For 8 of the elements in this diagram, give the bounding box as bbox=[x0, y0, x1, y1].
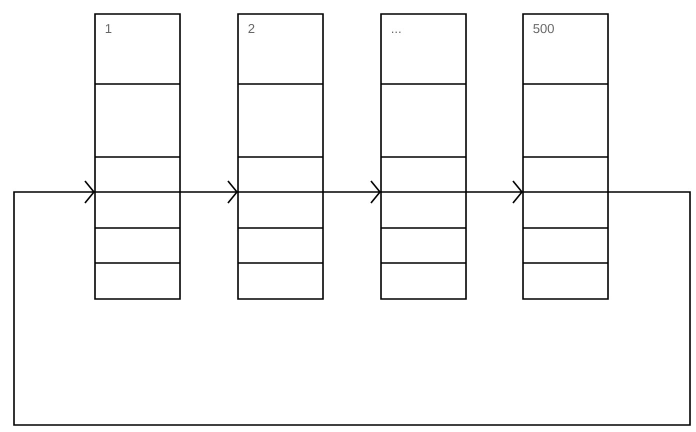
column-box: ... bbox=[380, 13, 467, 300]
column-box: 2 bbox=[237, 13, 324, 300]
column-box: 1 bbox=[94, 13, 181, 300]
arrow bbox=[180, 180, 238, 204]
column-box: 500 bbox=[522, 13, 609, 300]
arrow bbox=[466, 180, 523, 204]
arrow bbox=[323, 180, 381, 204]
arrow bbox=[13, 180, 691, 426]
